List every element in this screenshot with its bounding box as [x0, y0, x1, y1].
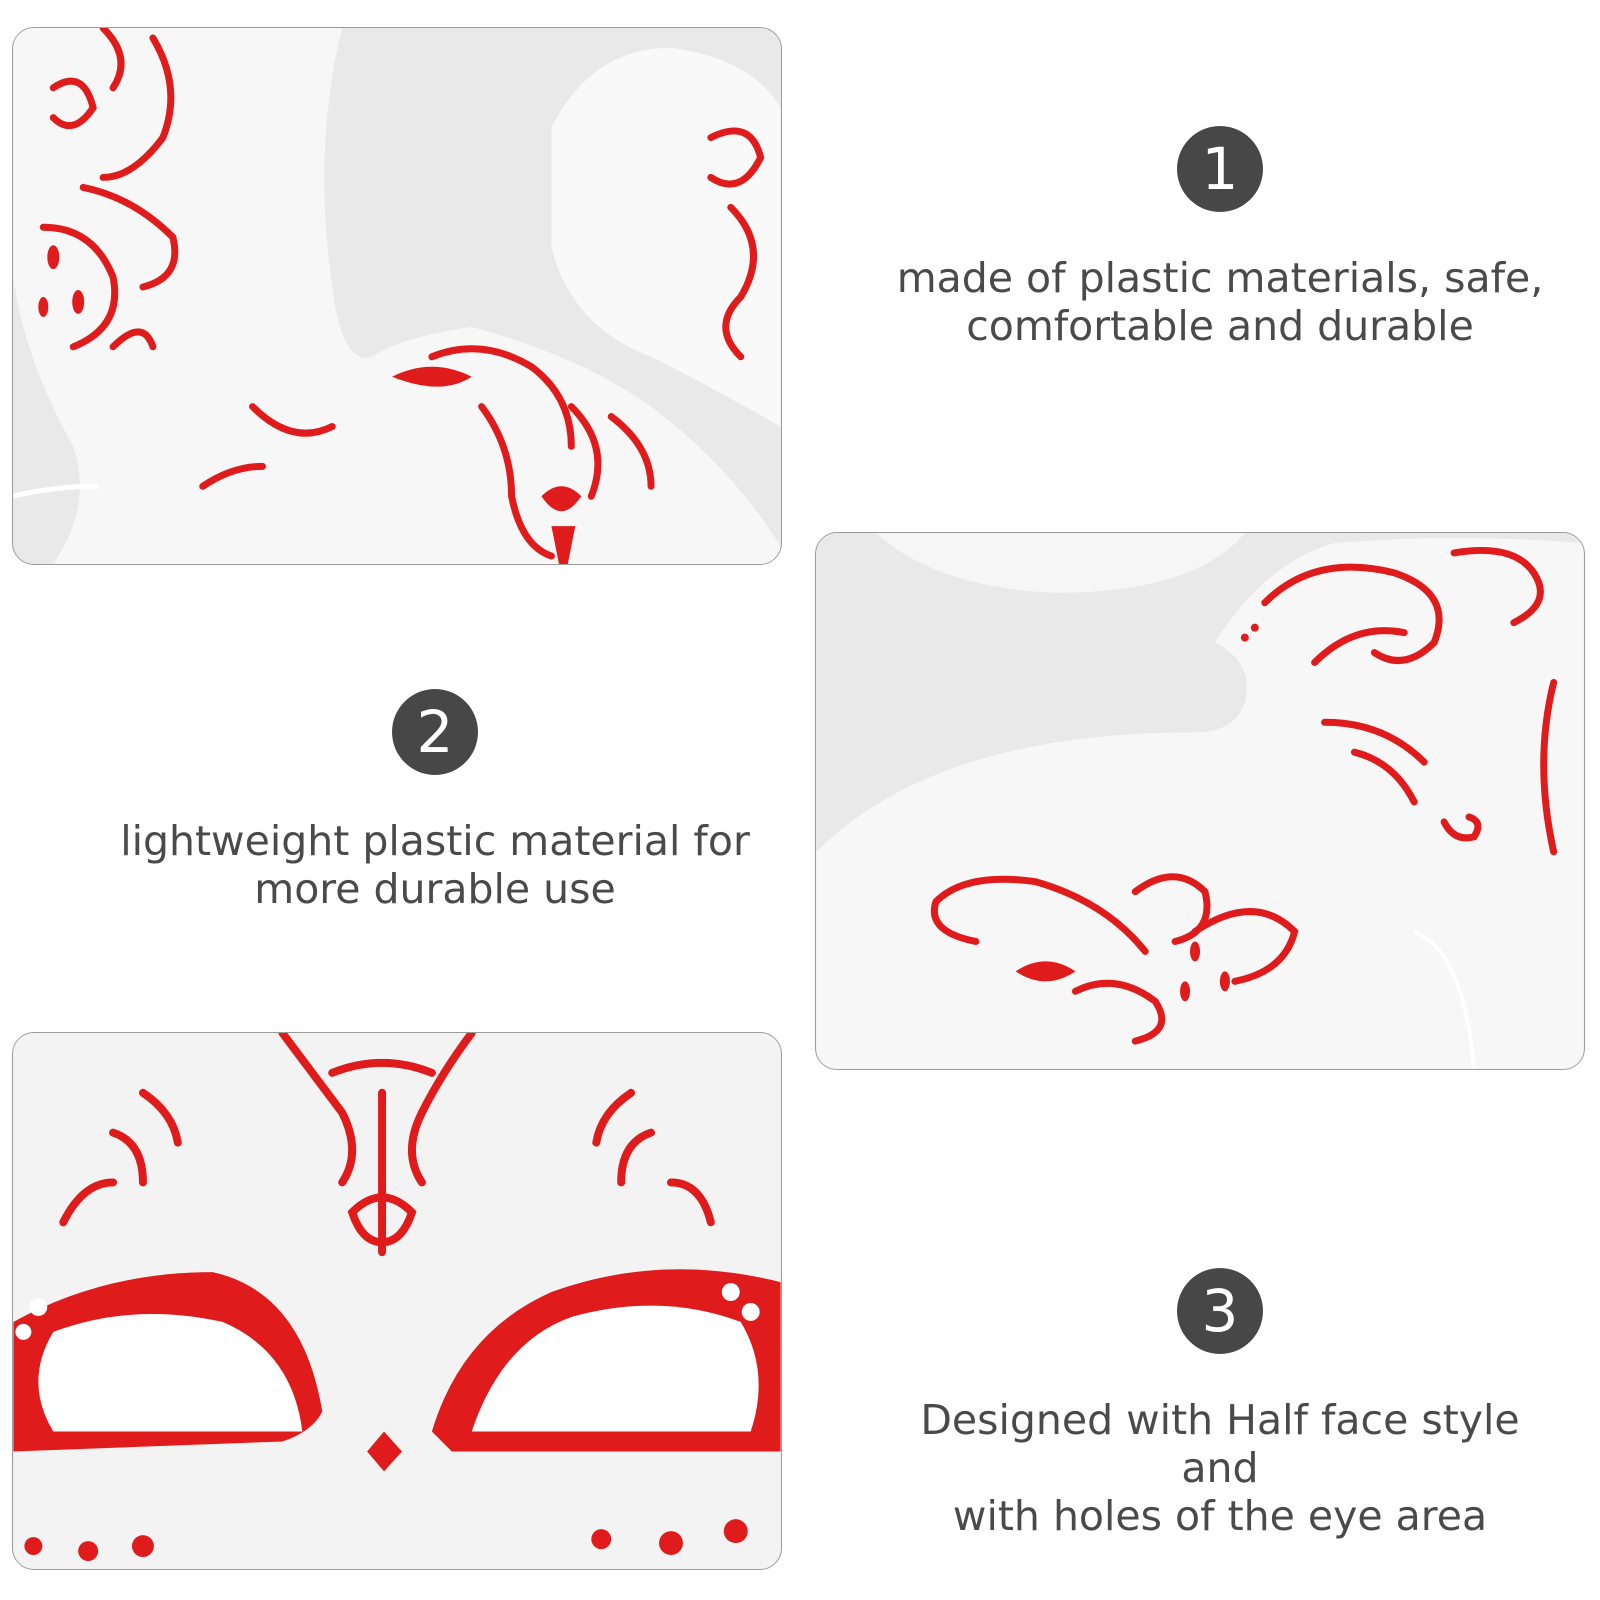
feature-1-line-2: comfortable and durable — [966, 302, 1474, 350]
mask-side-photo — [815, 532, 1585, 1070]
mask-side-illustration — [816, 533, 1584, 1069]
number-badge-1: 1 — [1177, 126, 1263, 212]
feature-3-line-2: with holes of the eye area — [952, 1492, 1488, 1540]
mask-ears-photo — [12, 27, 782, 565]
mask-ears-illustration — [13, 28, 781, 564]
mask-eyes-illustration — [13, 1033, 781, 1569]
feature-1-line-1: made of plastic materials, safe, — [896, 254, 1544, 302]
feature-3: 3 Designed with Half face style and with… — [880, 1268, 1560, 1540]
feature-2-line-1: lightweight plastic material for — [120, 817, 750, 865]
feature-3-line-1: Designed with Half face style and — [920, 1396, 1520, 1492]
feature-2-line-2: more durable use — [254, 865, 616, 913]
number-badge-3: 3 — [1177, 1268, 1263, 1354]
feature-2: 2 lightweight plastic material for more … — [100, 689, 770, 913]
mask-eyes-photo — [12, 1032, 782, 1570]
feature-1: 1 made of plastic materials, safe, comfo… — [880, 126, 1560, 350]
number-badge-2: 2 — [392, 689, 478, 775]
